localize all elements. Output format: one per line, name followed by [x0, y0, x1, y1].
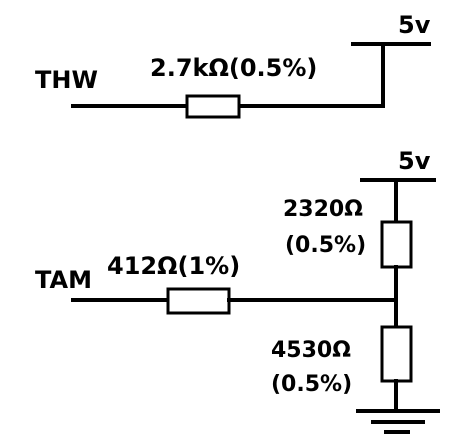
- thw-resistor: [185, 94, 241, 119]
- tam-pulldown-resistor: [380, 325, 413, 383]
- tam-series-resistor: [166, 287, 231, 315]
- tam-pullup-tolerance-label: (0.5%): [285, 233, 366, 258]
- thw-resistor-label: 2.7kΩ(0.5%): [150, 54, 317, 82]
- thw-supply-label: 5v: [398, 11, 431, 39]
- tam-pullup-value-label: 2320Ω: [283, 197, 363, 222]
- thw-signal-label: THW: [35, 66, 98, 94]
- tam-series-resistor-label: 412Ω(1%): [107, 252, 240, 280]
- tam-signal-label: TAM: [35, 266, 92, 294]
- tam-pulldown-tolerance-label: (0.5%): [271, 372, 352, 397]
- tam-circuit: 5v TAM 412Ω(1%) 2320Ω (0.5%) 4530Ω (0.5%…: [35, 147, 440, 434]
- tam-pullup-resistor: [380, 220, 413, 269]
- thw-circuit: 5v THW 2.7kΩ(0.5%): [35, 11, 431, 119]
- tam-pulldown-value-label: 4530Ω: [271, 338, 351, 363]
- tam-supply-label: 5v: [398, 147, 431, 175]
